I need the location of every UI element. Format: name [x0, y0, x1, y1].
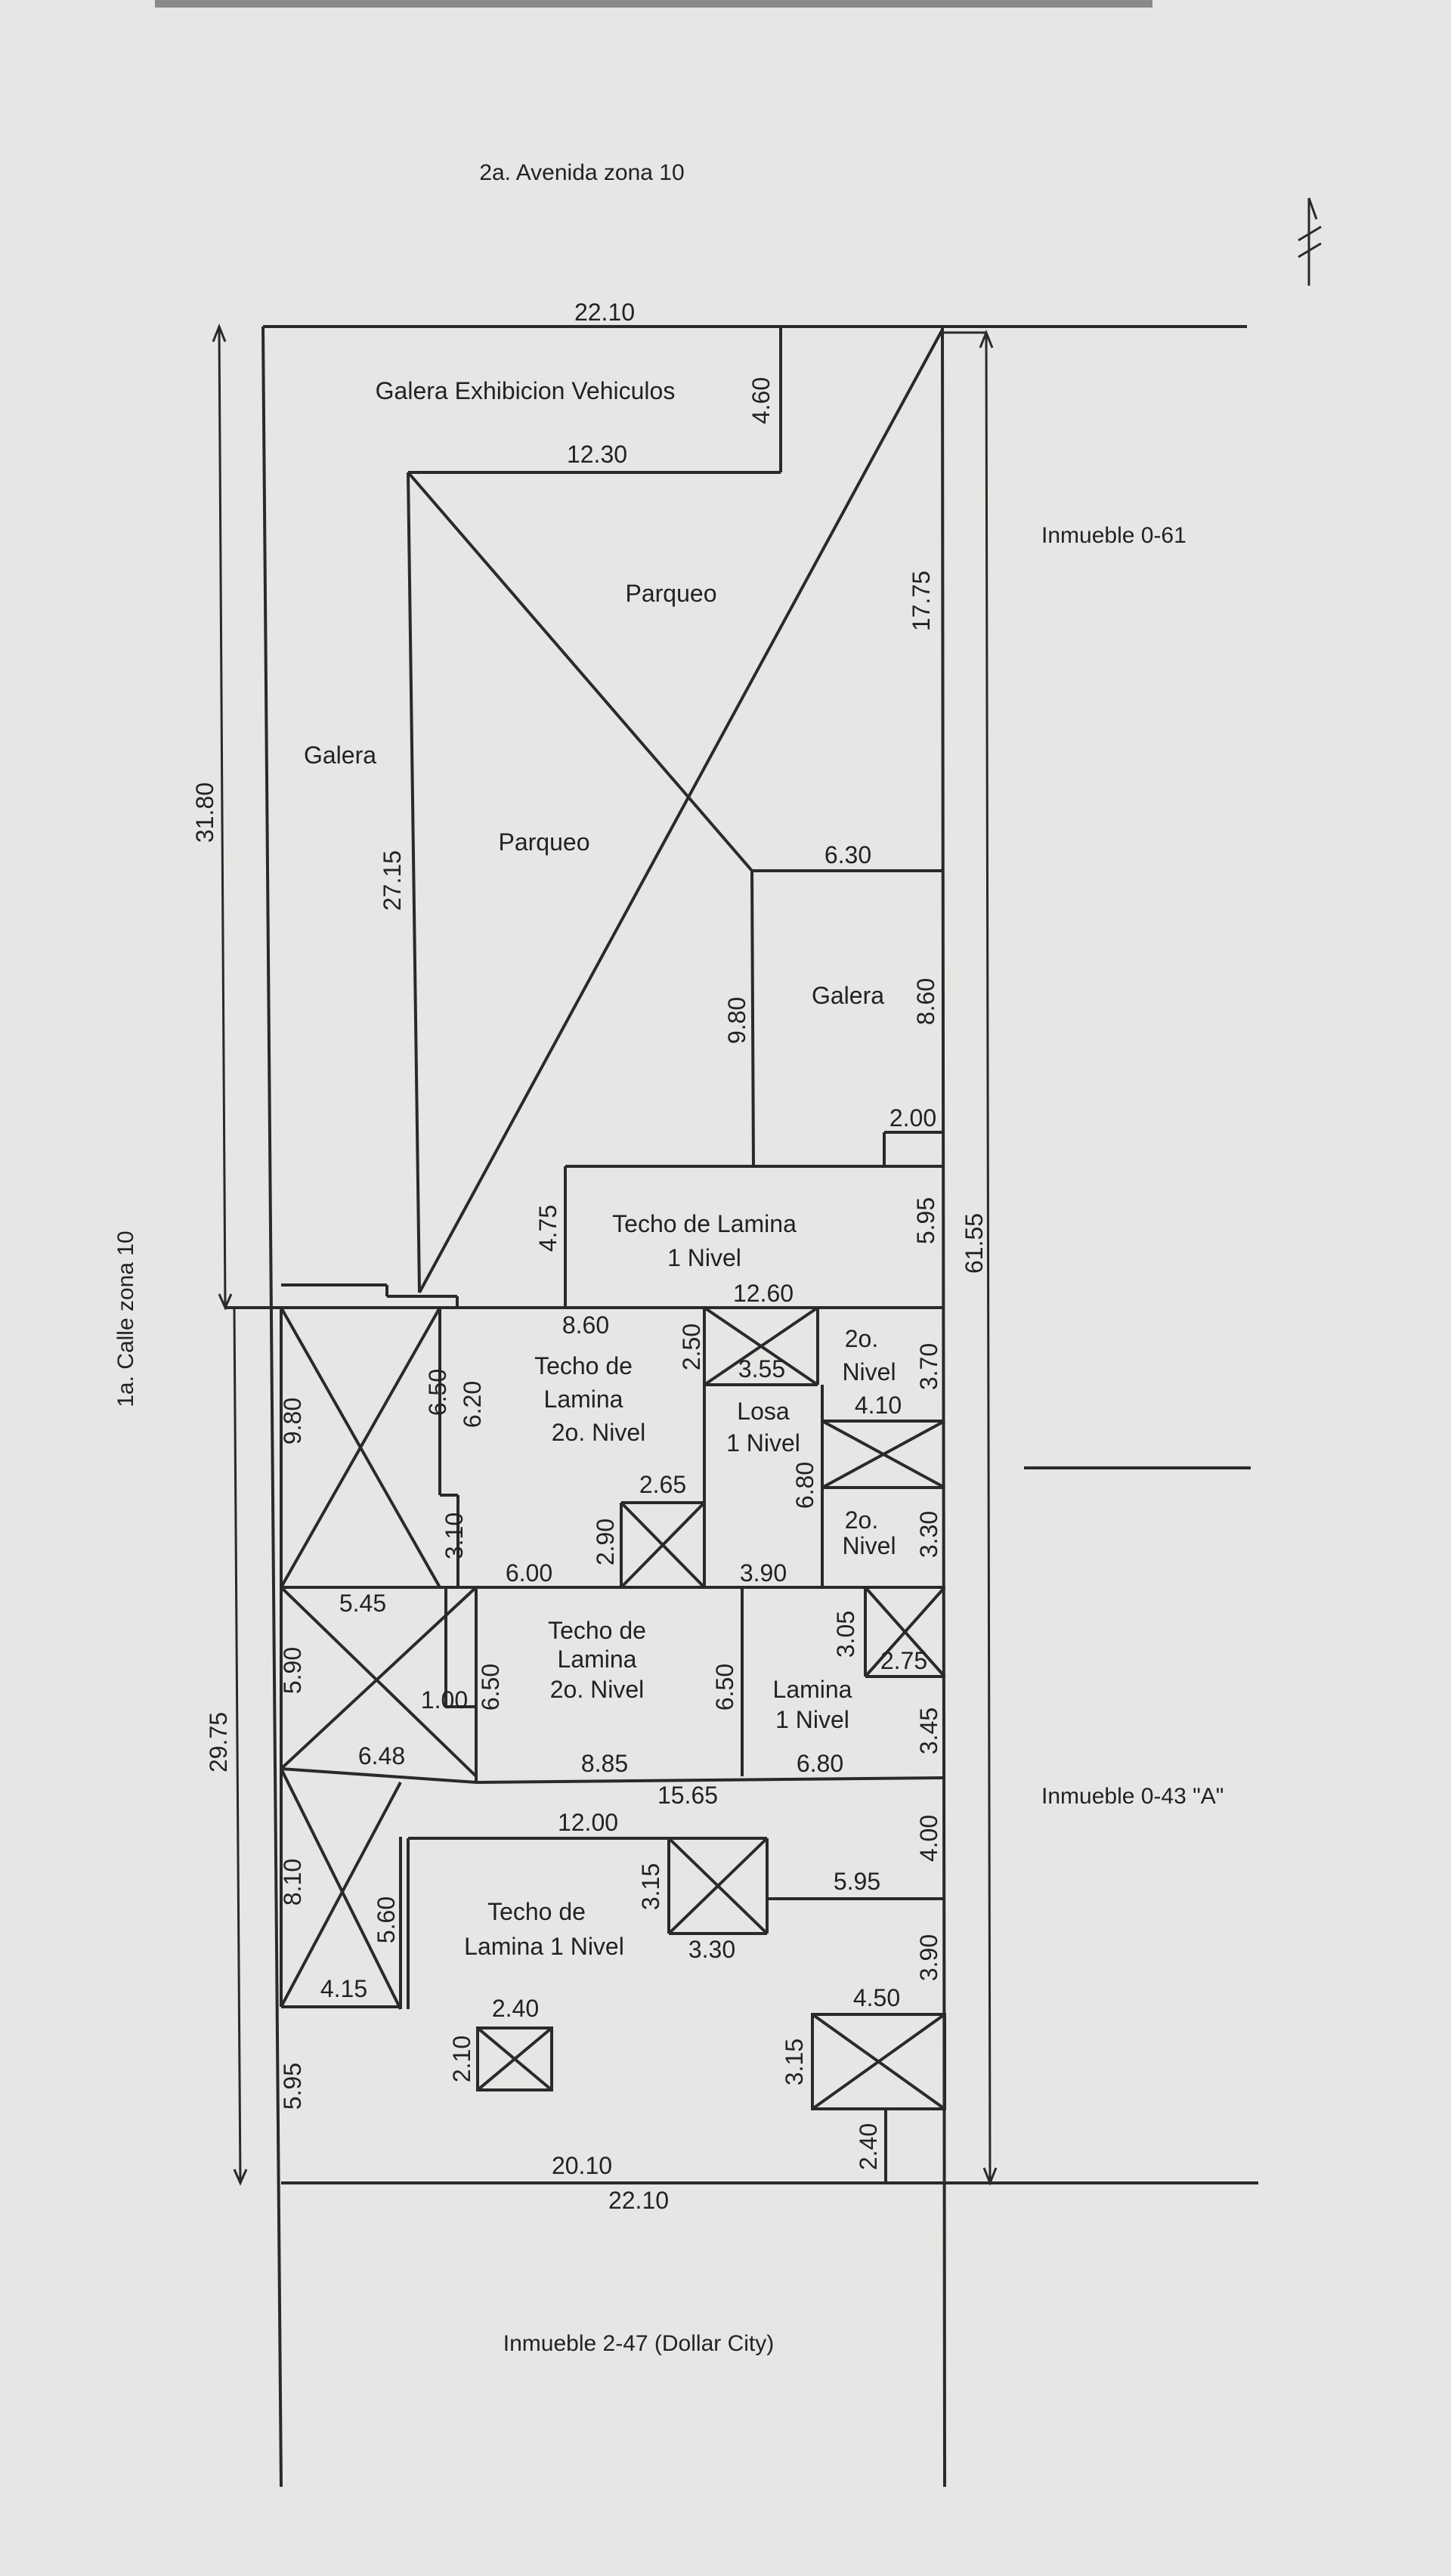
area-labels: Galera Exhibicion Vehiculos Parqueo Parq… [304, 377, 896, 1960]
dim-2-65: 2.65 [639, 1471, 686, 1498]
neighbor-labels: Inmueble 0-61 Inmueble 0-43 "A" Inmueble… [503, 523, 1224, 2356]
dim-3-05: 3.05 [832, 1611, 859, 1658]
dim-3-15-b: 3.15 [781, 2039, 808, 2085]
label-techo-2o-b-3: 2o. Nivel [550, 1676, 645, 1703]
dim-2-00: 2.00 [889, 1104, 936, 1132]
dim-12-60: 12.60 [733, 1280, 794, 1307]
dim-6-50-a: 6.50 [424, 1369, 451, 1416]
label-lamina-1nivel-1: Lamina [773, 1676, 852, 1703]
dim-12-00: 12.00 [558, 1809, 618, 1836]
building-lines [225, 327, 946, 2183]
label-2o-nivel-b-2: Nivel [842, 1532, 896, 1559]
dim-2-40-a: 2.40 [492, 1995, 539, 2022]
label-parqueo-top: Parqueo [626, 580, 717, 607]
dim-4-50: 4.50 [853, 1984, 900, 2011]
dim-8-85: 8.85 [581, 1750, 628, 1777]
dim-27-15: 27.15 [379, 850, 406, 911]
dim-3-55: 3.55 [738, 1355, 785, 1382]
dim-4-10: 4.10 [855, 1392, 902, 1419]
dim-12-30: 12.30 [567, 441, 627, 468]
dim-6-50-b: 6.50 [477, 1664, 504, 1711]
label-2o-nivel-b-1: 2o. [845, 1506, 878, 1534]
dim-3-45: 3.45 [915, 1708, 942, 1754]
dim-3-90-a: 3.90 [740, 1559, 787, 1587]
dim-15-65: 15.65 [657, 1782, 718, 1809]
label-techo-2o-a-1: Techo de [534, 1352, 633, 1379]
neighbor-2-47: Inmueble 2-47 (Dollar City) [503, 2331, 774, 2356]
dim-31-80: 31.80 [191, 782, 218, 843]
dim-5-45: 5.45 [339, 1590, 386, 1617]
dimension-labels: 22.10 12.30 6.30 2.00 12.60 8.60 3.55 4.… [191, 299, 988, 2214]
dim-6-80-a: 6.80 [791, 1462, 818, 1509]
dim-1-00: 1.00 [421, 1686, 468, 1714]
label-losa-1: Losa [737, 1398, 790, 1425]
dim-29-75: 29.75 [205, 1712, 232, 1773]
label-techo-1nivel-a: Techo de Lamina [612, 1210, 797, 1237]
dim-2-50: 2.50 [678, 1324, 705, 1370]
dim-6-20: 6.20 [459, 1381, 486, 1428]
dim-6-50-c: 6.50 [711, 1664, 738, 1711]
dim-61-55: 61.55 [961, 1213, 988, 1274]
dim-8-60-b: 8.60 [562, 1311, 609, 1339]
dim-bottom-width: 22.10 [608, 2187, 669, 2214]
north-arrow-icon [1298, 197, 1322, 286]
label-techo-2o-a-3: 2o. Nivel [552, 1419, 646, 1446]
dim-4-15: 4.15 [320, 1975, 367, 2002]
property-outline [261, 325, 1258, 2488]
neighbor-0-61: Inmueble 0-61 [1041, 523, 1186, 548]
dim-top-width: 22.10 [574, 299, 635, 326]
dim-6-30: 6.30 [825, 841, 871, 868]
dim-8-10: 8.10 [279, 1859, 306, 1906]
label-losa-2: 1 Nivel [726, 1429, 800, 1457]
dim-4-75: 4.75 [534, 1205, 562, 1252]
dimension-lines [212, 323, 1251, 2187]
dim-20-10: 20.10 [552, 2152, 612, 2179]
label-techo-2o-b-2: Lamina [558, 1646, 637, 1673]
dim-8-60: 8.60 [912, 978, 939, 1025]
label-galera-right: Galera [812, 982, 884, 1009]
label-techo-lam-1n-1: Techo de [487, 1898, 586, 1925]
dim-9-80-mid: 9.80 [723, 997, 750, 1044]
dim-3-15-a: 3.15 [637, 1863, 664, 1910]
dim-3-30-b: 3.30 [688, 1936, 735, 1963]
label-parqueo-mid: Parqueo [499, 828, 590, 856]
label-techo-1nivel-b: 1 Nivel [667, 1244, 741, 1271]
dim-6-00: 6.00 [506, 1559, 552, 1587]
dim-17-75: 17.75 [908, 571, 935, 631]
dim-3-10: 3.10 [441, 1512, 468, 1559]
dim-2-90: 2.90 [592, 1519, 619, 1565]
label-galera-exhibicion: Galera Exhibicion Vehiculos [376, 377, 676, 404]
street-top: 2a. Avenida zona 10 [479, 160, 684, 185]
dim-2-10: 2.10 [448, 2036, 475, 2082]
dim-2-40-b: 2.40 [855, 2123, 882, 2170]
label-2o-nivel-a-1: 2o. [845, 1325, 878, 1352]
dim-2-75: 2.75 [880, 1647, 927, 1674]
dim-5-95-b: 5.95 [834, 1868, 880, 1895]
label-techo-2o-a-2: Lamina [544, 1386, 623, 1413]
dim-4-60: 4.60 [747, 377, 775, 424]
label-2o-nivel-a-2: Nivel [842, 1358, 896, 1386]
dim-4-00: 4.00 [915, 1815, 942, 1862]
street-labels: 2a. Avenida zona 10 1a. Calle zona 10 [113, 160, 685, 1407]
dim-5-95-c: 5.95 [279, 2063, 306, 2110]
cropped-heading [155, 0, 1152, 8]
dim-3-90-b: 3.90 [915, 1934, 942, 1981]
dim-5-90: 5.90 [279, 1647, 306, 1694]
dim-6-80-b: 6.80 [797, 1750, 843, 1777]
dim-6-48: 6.48 [358, 1742, 405, 1769]
label-techo-lam-1n-2: Lamina 1 Nivel [464, 1933, 624, 1960]
neighbor-0-43a: Inmueble 0-43 "A" [1041, 1784, 1224, 1809]
street-left: 1a. Calle zona 10 [113, 1231, 138, 1407]
label-galera-left: Galera [304, 742, 376, 769]
dim-3-30-a: 3.30 [915, 1511, 942, 1558]
dim-5-95-a: 5.95 [912, 1197, 939, 1244]
dim-3-70: 3.70 [915, 1343, 942, 1390]
dim-5-60: 5.60 [373, 1896, 400, 1943]
label-lamina-1nivel-2: 1 Nivel [775, 1706, 849, 1733]
dim-9-80-left: 9.80 [279, 1398, 306, 1444]
label-techo-2o-b-1: Techo de [548, 1617, 646, 1644]
